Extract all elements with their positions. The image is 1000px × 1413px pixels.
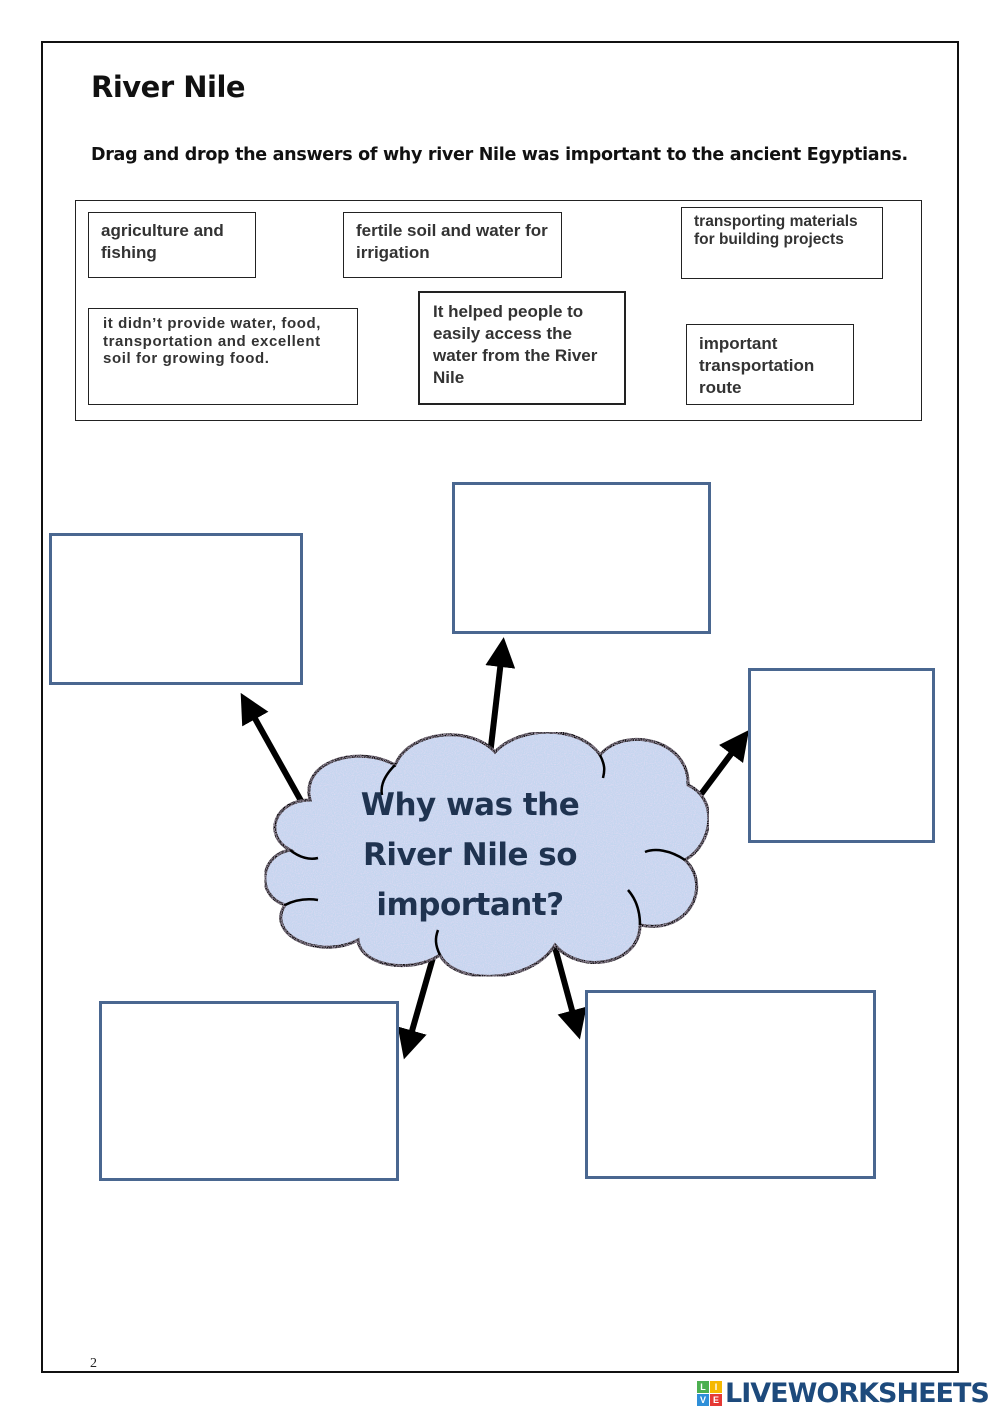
answer-chip-didnt-provide[interactable]: it didn’t provide water, food, transport…: [88, 308, 358, 405]
logo-block-l: L: [697, 1380, 709, 1393]
center-question-line-3: important?: [376, 887, 564, 923]
center-question-line-1: Why was the: [360, 787, 580, 823]
drop-zone-top-center[interactable]: [452, 482, 711, 634]
arrow-to-bottom-left: [397, 953, 437, 1060]
logo-block-i: I: [710, 1380, 722, 1393]
worksheet-page: [41, 41, 959, 1373]
arrow-to-bottom-right: [550, 939, 587, 1040]
answer-chip-transportation-route[interactable]: important transportation route: [686, 324, 854, 405]
worksheet-title: River Nile: [91, 70, 246, 104]
answer-chip-agriculture[interactable]: agriculture and fishing: [88, 212, 256, 278]
answer-chip-fertile-soil[interactable]: fertile soil and water for irrigation: [343, 212, 562, 278]
question-cloud: [263, 730, 711, 978]
center-question: Why was the River Nile so important?: [330, 780, 610, 930]
answer-chip-transporting-materials[interactable]: transporting materials for building proj…: [681, 207, 883, 279]
drop-zone-right[interactable]: [748, 668, 935, 843]
page-number: 2: [90, 1356, 97, 1371]
drop-zone-bottom-left[interactable]: [99, 1001, 399, 1181]
instructions-text: Drag and drop the answers of why river N…: [91, 145, 908, 165]
arrow-to-top-center: [485, 637, 516, 756]
logo-block-e: E: [710, 1393, 722, 1406]
answer-chip-access-water[interactable]: It helped people to easily access the wa…: [418, 291, 626, 405]
answer-bank: [75, 200, 922, 421]
arrow-to-top-left: [240, 692, 308, 810]
logo-text: LIVEWORKSHEETS: [725, 1377, 990, 1409]
center-question-line-2: River Nile so: [362, 837, 578, 873]
liveworksheets-logo: L I V E LIVEWORKSHEETS: [697, 1377, 990, 1409]
drop-zone-bottom-right[interactable]: [585, 990, 876, 1179]
drop-zone-top-left[interactable]: [49, 533, 303, 685]
logo-block-v: V: [697, 1393, 709, 1406]
logo-blocks-icon: L I V E: [697, 1380, 722, 1406]
